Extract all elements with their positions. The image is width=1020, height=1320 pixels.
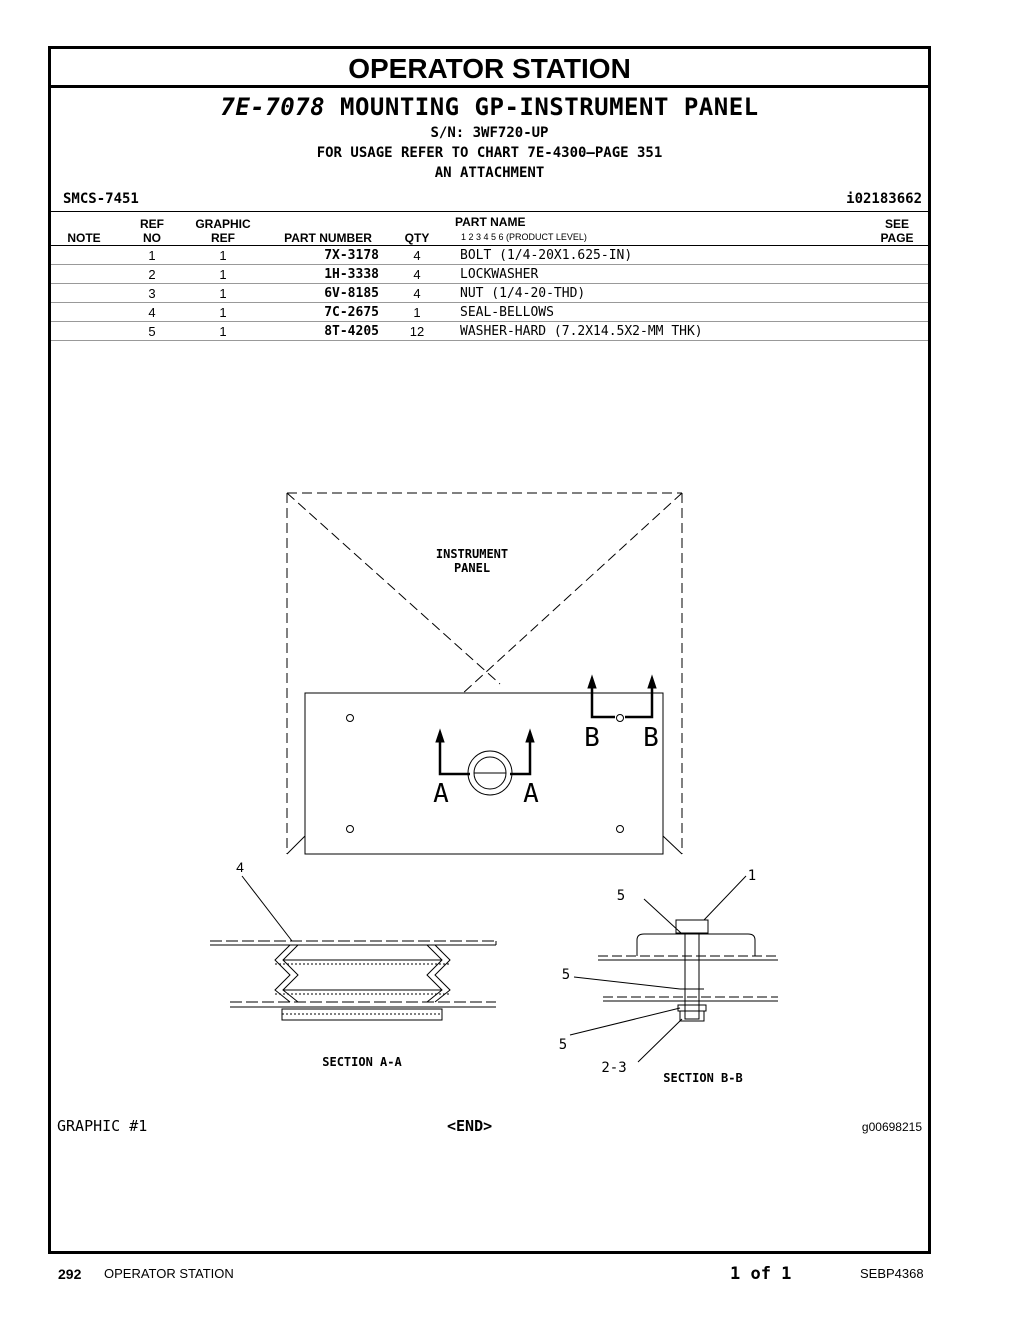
part-name: WASHER-HARD (7.2X14.5X2-MM THK)	[460, 324, 703, 339]
section-bb-drawing	[569, 875, 778, 1063]
page-frame: OPERATOR STATION 7E-7078 MOUNTING GP-INS…	[48, 46, 931, 1254]
col-see-bottom: PAGE	[880, 231, 914, 245]
quantity: 1	[413, 305, 421, 320]
col-ref-top: REF	[140, 217, 164, 231]
col-part-number: PART NUMBER	[284, 231, 372, 245]
callout-4: 4	[236, 859, 244, 875]
page-of: 1 of 1	[730, 1264, 792, 1284]
group-title: MOUNTING GP-INSTRUMENT PANEL	[340, 93, 759, 121]
callout-5-bottom: 5	[559, 1037, 567, 1053]
col-ref-bottom: NO	[143, 231, 161, 245]
part-name: BOLT (1/4-20X1.625-IN)	[460, 248, 633, 263]
instrument-panel-outline	[286, 492, 683, 854]
part-name: LOCKWASHER	[460, 267, 539, 282]
serial-range: S/N: 3WF720-UP	[430, 125, 549, 141]
group-heading: 7E-7078 MOUNTING GP-INSTRUMENT PANEL	[51, 93, 928, 121]
mount-hole	[346, 714, 354, 722]
document-id: SEBP4368	[860, 1266, 924, 1281]
graphic-ref: 1	[219, 248, 227, 263]
ref-number: 1	[148, 248, 156, 263]
part-name: NUT (1/4-20-THD)	[460, 286, 586, 301]
callout-1: 1	[748, 868, 756, 884]
graphic-ref: 1	[219, 305, 227, 320]
col-graphic-bottom: REF	[211, 231, 235, 245]
ref-number: 4	[148, 305, 156, 320]
header-rule-bottom	[51, 245, 928, 246]
part-number: 7C-2675	[324, 305, 379, 320]
section-b-marker	[590, 680, 654, 719]
part-number: 6V-8185	[324, 286, 379, 301]
part-number: 7X-3178	[324, 248, 379, 263]
col-qty: QTY	[404, 231, 430, 245]
parts-table: 1 1 7X-3178 4 BOLT (1/4-20X1.625-IN) 2 1…	[51, 246, 928, 341]
mounting-plate	[304, 692, 664, 855]
section-b-left: B	[584, 723, 600, 753]
table-row: 1 1 7X-3178 4 BOLT (1/4-20X1.625-IN)	[51, 246, 928, 265]
ref-number: 2	[148, 267, 156, 282]
section-a-right: A	[523, 779, 539, 809]
section-a-marker	[438, 734, 532, 776]
table-row: 2 1 1H-3338 4 LOCKWASHER	[51, 265, 928, 284]
graphic-ref: 1	[219, 267, 227, 282]
section-b-right: B	[643, 723, 659, 753]
page-number: 292	[58, 1266, 82, 1282]
section-aa-label: SECTION A-A	[322, 1055, 402, 1069]
col-see-top: SEE	[884, 217, 909, 231]
mount-hole	[616, 825, 624, 833]
parts-illustration: INSTRUMENT PANEL A A B B 4 SECTION A-A	[210, 492, 778, 1085]
section-aa-drawing	[210, 875, 497, 1021]
footer-section: OPERATOR STATION	[104, 1266, 234, 1281]
callout-5-mid: 5	[562, 967, 570, 983]
quantity: 12	[409, 324, 425, 339]
group-part-number: 7E-7078	[220, 93, 326, 121]
ref-number: 5	[148, 324, 156, 339]
usage-reference: FOR USAGE REFER TO CHART 7E-4300—PAGE 35…	[316, 145, 663, 161]
table-row: 3 1 6V-8185 4 NUT (1/4-20-THD)	[51, 284, 928, 303]
part-name: SEAL-BELLOWS	[460, 305, 554, 320]
panel-label-line2: PANEL	[454, 561, 490, 575]
col-note: NOTE	[67, 231, 101, 245]
col-product-level: 1 2 3 4 5 6 (PRODUCT LEVEL)	[461, 232, 587, 242]
header-rule-top	[51, 211, 928, 212]
graphic-ref: 1	[219, 286, 227, 301]
smcs-code: SMCS-7451	[63, 191, 139, 207]
graphic-number: g00698215	[861, 1120, 922, 1134]
ident-code: i02183662	[846, 191, 922, 207]
panel-label-line1: INSTRUMENT	[436, 547, 508, 561]
callout-5-top: 5	[617, 888, 625, 904]
part-number: 1H-3338	[324, 267, 379, 282]
graphic-label: GRAPHIC #1	[57, 1117, 148, 1135]
ref-number: 3	[148, 286, 156, 301]
col-graphic-top: GRAPHIC	[195, 217, 251, 231]
quantity: 4	[413, 248, 421, 263]
callout-2-3: 2-3	[601, 1060, 626, 1076]
quantity: 4	[413, 286, 421, 301]
section-title: OPERATOR STATION	[51, 49, 928, 88]
table-row: 5 1 8T-4205 12 WASHER-HARD (7.2X14.5X2-M…	[51, 322, 928, 341]
section-bb-label: SECTION B-B	[663, 1071, 742, 1085]
end-label: <END>	[447, 1117, 493, 1135]
mount-hole	[616, 714, 624, 722]
part-number: 8T-4205	[324, 324, 379, 339]
graphic-ref: 1	[219, 324, 227, 339]
attachment-label: AN ATTACHMENT	[434, 165, 545, 181]
col-part-name: PART NAME	[455, 215, 526, 229]
table-row: 4 1 7C-2675 1 SEAL-BELLOWS	[51, 303, 928, 322]
quantity: 4	[413, 267, 421, 282]
mount-hole	[346, 825, 354, 833]
section-a-left: A	[433, 779, 449, 809]
